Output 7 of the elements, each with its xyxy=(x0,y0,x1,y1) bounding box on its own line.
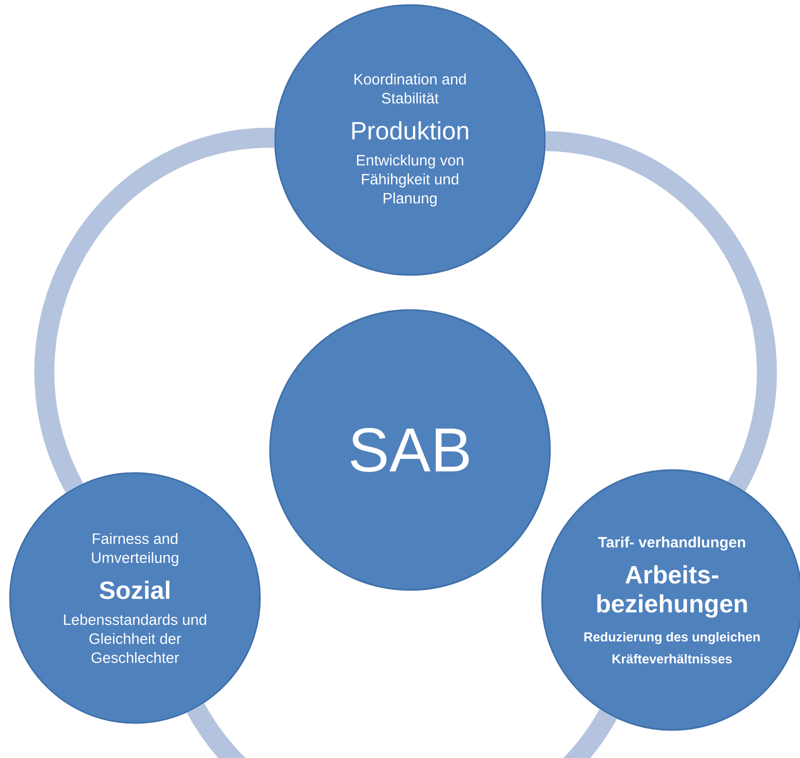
circle-node: Fairness and Umverteilung Sozial Lebensstandards und Gleichheit der Geschlechter xyxy=(9,472,261,724)
circle-node: Koordination and Stabilität Produktion Entwicklung von Fähihgkeit und Planung xyxy=(274,4,546,276)
circle-node: Tarif- verhandlungen Arbeits- beziehungen Reduzierung des ungleichen Kräfteverhältnisses xyxy=(541,469,800,731)
ring-arc xyxy=(187,702,617,758)
circle-node: SAB xyxy=(269,309,551,591)
ring-arc xyxy=(544,131,777,490)
ring-arc xyxy=(34,128,276,492)
